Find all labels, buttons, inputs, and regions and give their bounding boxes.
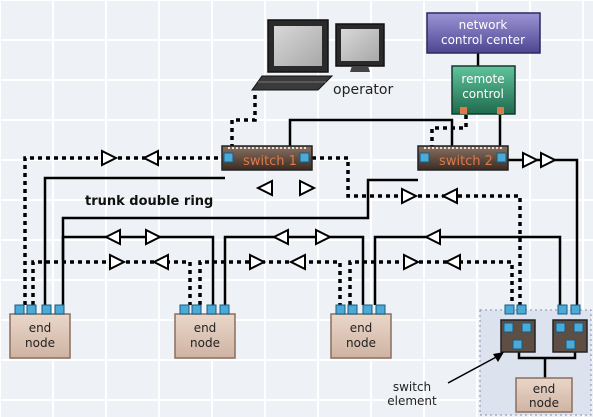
node-ports: [14, 304, 581, 315]
callout-line: [447, 354, 501, 384]
switch-port: [419, 152, 430, 163]
end-node-label-line2: node: [346, 336, 376, 350]
rc-label-line1: remote: [461, 72, 504, 86]
port: [347, 304, 358, 315]
end-node: end node: [330, 313, 392, 359]
port: [179, 304, 190, 315]
access-dotted-seg2: [198, 260, 342, 305]
ncc-label-line1: network: [459, 18, 508, 32]
port: [335, 304, 346, 315]
port: [219, 304, 230, 315]
port: [557, 304, 568, 315]
switch-port: [223, 152, 234, 163]
switch-element-label-line2: element: [387, 394, 437, 408]
switch-1-label: switch 1: [243, 154, 297, 169]
arrow-right-icon: [249, 253, 267, 271]
callout-arrowhead: [493, 352, 504, 362]
switch-element-label-line1: switch: [393, 380, 431, 394]
remote-control: remote control: [451, 65, 516, 115]
trunk-double-ring-label: trunk double ring: [85, 194, 213, 209]
end-node: end node: [515, 377, 573, 413]
access-solid-seg3: [373, 235, 562, 305]
port: [41, 304, 52, 315]
switch-1: switch 1: [221, 145, 313, 171]
port: [362, 304, 373, 315]
arrow-right-icon: [145, 228, 163, 246]
end-node: end node: [174, 313, 236, 359]
switch-port: [299, 152, 310, 163]
arrows: [101, 149, 558, 271]
end-node-label-line1: end: [29, 321, 52, 335]
port: [375, 304, 386, 315]
arrow-right-icon: [101, 149, 119, 167]
arrow-left-icon: [443, 253, 461, 271]
switch-element: [552, 319, 588, 353]
port: [14, 304, 25, 315]
port: [191, 304, 202, 315]
access-solid-seg2: [223, 235, 365, 305]
arrow-left-icon: [103, 228, 121, 246]
port: [206, 304, 217, 315]
arrow-right-icon: [401, 187, 419, 205]
end-node-label-line1: end: [350, 321, 373, 335]
port: [516, 304, 527, 315]
arrow-left-icon: [423, 228, 441, 246]
arrow-right-icon: [299, 179, 317, 197]
end-node-label-line2: node: [190, 336, 220, 350]
arrow-left-icon: [288, 253, 306, 271]
network-control-center: network control center: [426, 12, 541, 54]
rc-label-line2: control: [462, 87, 504, 101]
switch-port: [496, 152, 507, 163]
end-node: end node: [9, 313, 71, 359]
arrow-right-icon: [315, 228, 333, 246]
port: [504, 304, 515, 315]
rc-port: [460, 107, 467, 114]
ncc-label-line2: control center: [441, 33, 525, 47]
port: [26, 304, 37, 315]
operator-workstation-icon: operator: [251, 19, 393, 98]
end-node-label-line2: node: [25, 336, 55, 350]
arrow-left-icon: [141, 149, 159, 167]
arrow-left-icon: [522, 151, 540, 169]
left-solid-link: [43, 176, 225, 305]
switch-element: [500, 319, 536, 353]
switch-2-label: switch 2: [439, 154, 493, 169]
end-node-label-line1: end: [194, 321, 217, 335]
rc-dotted-link: [430, 115, 468, 148]
port: [570, 304, 581, 315]
arrow-right-icon: [403, 253, 421, 271]
access-solid-seg1: [61, 235, 215, 305]
end-node-label-line2: node: [529, 396, 559, 410]
arrow-left-icon: [255, 179, 273, 197]
arrow-left-icon: [440, 187, 458, 205]
port: [54, 304, 65, 315]
operator-solid-link: [288, 118, 454, 148]
arrow-left-icon: [271, 228, 289, 246]
arrow-right-icon: [540, 151, 558, 169]
switch-element-callout: switch element: [387, 352, 504, 408]
switch-2: switch 2: [417, 145, 509, 171]
end-node-label-line1: end: [533, 382, 556, 396]
arrow-left-icon: [151, 253, 169, 271]
access-dotted-seg3: [348, 260, 514, 305]
trunk-dotted-left: [23, 156, 222, 305]
operator-label: operator: [333, 82, 393, 98]
trunk-dotted-right: [312, 156, 522, 305]
arrow-right-icon: [109, 253, 127, 271]
rc-port: [497, 107, 504, 114]
